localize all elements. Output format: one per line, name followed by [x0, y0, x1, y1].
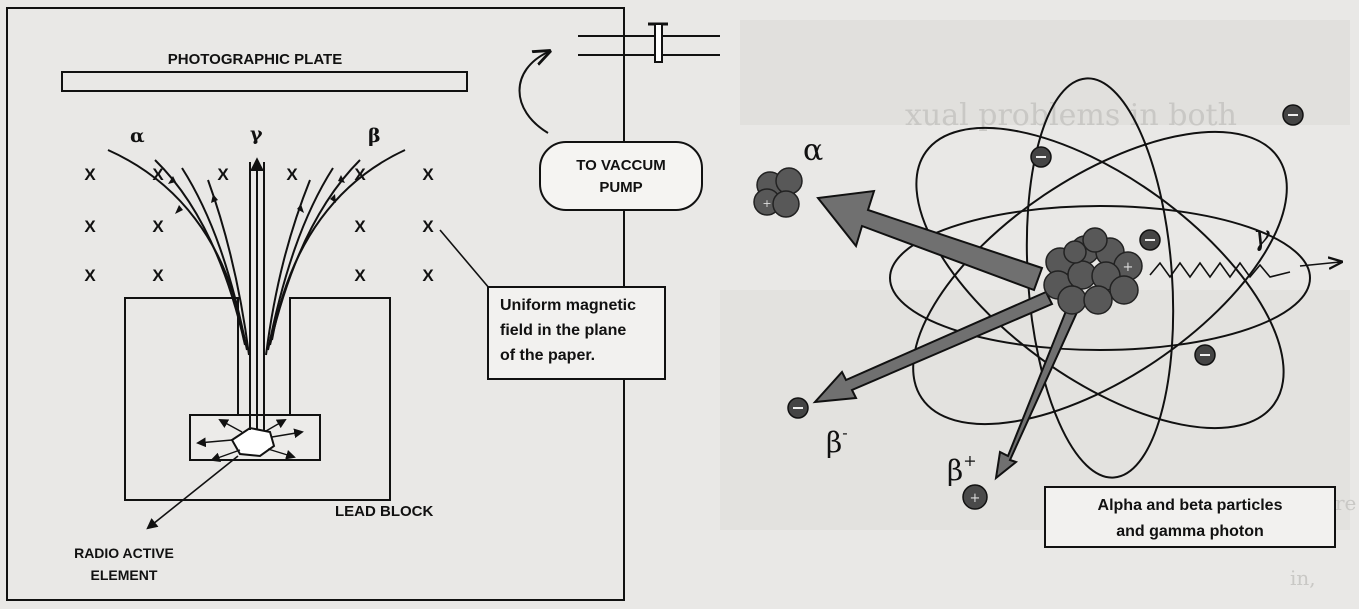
- alpha-emission-arrow: [816, 189, 1044, 292]
- background-smudge: [740, 20, 1350, 125]
- field-marker: X: [354, 217, 366, 236]
- beta-plus-emission-arrow: [994, 304, 1080, 481]
- field-note-line-1: Uniform magnetic: [500, 297, 636, 314]
- photographic-plate: [61, 71, 468, 92]
- beta-ray-path: [271, 149, 406, 341]
- nucleus: [1043, 227, 1143, 315]
- beta-plus-label: β+: [947, 451, 977, 487]
- gamma-arrow: [1299, 262, 1340, 266]
- field-note-line-3: of the paper.: [500, 347, 595, 364]
- field-marker: X: [84, 217, 96, 236]
- beta-ray-label: β: [368, 125, 381, 147]
- field-marker: X: [152, 266, 164, 285]
- electrons: [1030, 104, 1304, 366]
- background-text: xual problems in both: [905, 98, 1237, 133]
- radiation-rays: [107, 149, 406, 430]
- alpha-ray-label: α: [130, 125, 145, 147]
- field-marker: X: [84, 266, 96, 285]
- beta-ray-path: [267, 167, 334, 351]
- field-marker: X: [422, 266, 434, 285]
- field-marker: X: [217, 165, 229, 184]
- edge-text-1: re: [1335, 491, 1356, 515]
- vacuum-pump-badge: [539, 141, 703, 211]
- caption-box: [1044, 486, 1336, 548]
- photographic-plate-label: PHOTOGRAPHIC PLATE: [168, 51, 342, 68]
- field-marker: X: [152, 217, 164, 236]
- alpha-label: α: [803, 133, 823, 168]
- gamma-label: γ: [1253, 219, 1270, 252]
- electron-orbits: [889, 77, 1311, 479]
- orbit-tilted-up: [912, 130, 1288, 426]
- vacuum-pump-line-2: PUMP: [599, 179, 642, 196]
- lead-block: [124, 297, 391, 501]
- magnetic-field-markers: X X X X X X X X X X X X X X: [84, 165, 434, 285]
- field-marker: X: [422, 165, 434, 184]
- beta-ray-path: [265, 179, 311, 356]
- gamma-ray-label: γ: [250, 123, 263, 145]
- edge-text-2: in,: [1290, 566, 1316, 590]
- radioactive-element-line-1: RADIO ACTIVE: [74, 545, 174, 561]
- field-note-pointer: [439, 229, 496, 296]
- field-note-box: [487, 286, 666, 380]
- beta-ray-path: [269, 159, 361, 346]
- field-note-line-2: field in the plane: [500, 322, 626, 339]
- beta-minus-emission-arrow: [812, 290, 1054, 404]
- element-pointer: [146, 455, 239, 530]
- field-marker: X: [84, 165, 96, 184]
- alpha-proton-sign: +: [762, 197, 771, 210]
- beta-plus-sign: +: [970, 491, 981, 506]
- field-marker: X: [354, 266, 366, 285]
- gamma-wave: [1149, 261, 1291, 279]
- caption-line-2: and gamma photon: [1116, 523, 1264, 540]
- vacuum-pump-line-1: TO VACCUM: [576, 157, 665, 174]
- beta-plus-particle: [962, 484, 988, 510]
- alpha-particle: [753, 167, 803, 218]
- nucleus-proton-sign: +: [1123, 260, 1134, 275]
- vacuum-pipe: [578, 22, 720, 63]
- atomic-decay-diagram: + γ + α β- + β+ Alpha and beta particles…: [753, 77, 1340, 548]
- alpha-ray-path: [181, 167, 248, 351]
- caption-line-1: Alpha and beta particles: [1098, 497, 1283, 514]
- vacuum-flow-arrow: [518, 52, 549, 134]
- emission-arrows: [196, 419, 304, 462]
- radioactive-element-line-2: ELEMENT: [91, 567, 158, 583]
- field-marker: X: [286, 165, 298, 184]
- beta-minus-label: β-: [826, 423, 848, 459]
- orbit-horizontal: [889, 205, 1311, 351]
- ray-arrowheads: [168, 175, 345, 214]
- orbit-tilted-down: [915, 126, 1285, 430]
- field-marker: X: [422, 217, 434, 236]
- lead-block-label: LEAD BLOCK: [335, 503, 433, 520]
- magnetic-deflection-diagram: PHOTOGRAPHIC PLATE X X X X X X X X X X X…: [6, 7, 720, 601]
- alpha-ray-path: [154, 159, 246, 346]
